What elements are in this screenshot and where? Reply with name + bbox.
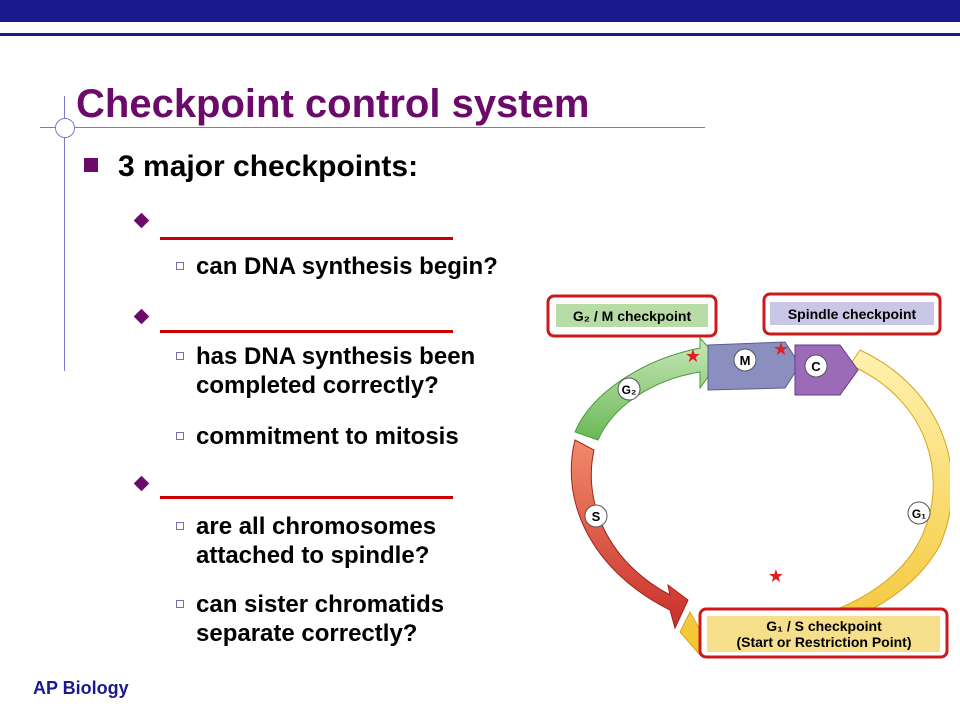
blank-line	[160, 330, 453, 333]
top-bar	[0, 0, 960, 22]
m-phase-marker: M	[733, 348, 757, 372]
cell-cycle-diagram: M C G₂ S G₁ ★ ★ ★ G₂ / M checkpoint Spin…	[546, 292, 950, 659]
g1s-checkpoint-sublabel: (Start or Restriction Point)	[736, 634, 911, 650]
square-outline-bullet-icon	[176, 262, 184, 270]
sub-bullet-text: has DNA synthesis been	[196, 343, 476, 370]
g1s-label-fill	[707, 616, 940, 652]
decorative-horizontal-line	[40, 127, 705, 128]
square-outline-bullet-icon	[176, 600, 184, 608]
square-outline-bullet-icon	[176, 432, 184, 440]
s-phase-label: S	[592, 509, 601, 524]
g1s-checkpoint-star-icon: ★	[768, 566, 784, 586]
decorative-vertical-line	[64, 96, 65, 371]
main-bullet-text: 3 major checkpoints:	[118, 150, 419, 183]
diamond-bullet-icon	[133, 212, 150, 229]
sub-bullet-text-continued: completed correctly?	[196, 372, 439, 399]
crosshair-icon	[55, 118, 75, 138]
spindle-checkpoint-star-icon: ★	[773, 339, 789, 359]
sub-bullet-text: can DNA synthesis begin?	[196, 253, 498, 280]
g2-phase-label: G₂	[622, 383, 637, 397]
m-phase-label: M	[740, 353, 751, 368]
spindle-label-fill	[770, 302, 934, 325]
g1s-checkpoint-label: G₁ / S checkpoint	[766, 618, 882, 634]
square-outline-bullet-icon	[176, 352, 184, 360]
sub-bullet-text: can sister chromatids	[196, 591, 445, 618]
square-bullet-icon	[84, 158, 98, 172]
blank-line	[160, 237, 453, 240]
g2m-checkpoint-star-icon: ★	[685, 346, 701, 366]
square-outline-bullet-icon	[176, 522, 184, 530]
c-phase-label: C	[811, 359, 821, 374]
g1-phase-marker: G₁	[907, 501, 931, 525]
footer-label: AP Biology	[33, 678, 129, 698]
g1-phase-label: G₁	[912, 507, 926, 521]
spindle-checkpoint-label: Spindle checkpoint	[788, 306, 917, 322]
c-phase-marker: C	[804, 354, 828, 378]
slide-title: Checkpoint control system	[76, 82, 590, 126]
g2-phase-marker: G₂	[617, 377, 641, 401]
sub-bullet-text-continued: attached to spindle?	[196, 542, 430, 569]
diamond-bullet-icon	[133, 475, 150, 492]
sub-bullet-text-continued: separate correctly?	[196, 620, 418, 647]
g2m-label-fill	[556, 304, 708, 327]
top-line	[0, 33, 960, 36]
blank-line	[160, 496, 453, 499]
sub-bullet-text: are all chromosomes	[196, 513, 437, 540]
s-phase-arc	[570, 439, 689, 630]
sub-bullet-text: commitment to mitosis	[196, 423, 459, 450]
g2m-checkpoint-label: G₂ / M checkpoint	[573, 308, 692, 324]
diamond-bullet-icon	[133, 308, 150, 325]
s-phase-marker: S	[584, 504, 608, 528]
